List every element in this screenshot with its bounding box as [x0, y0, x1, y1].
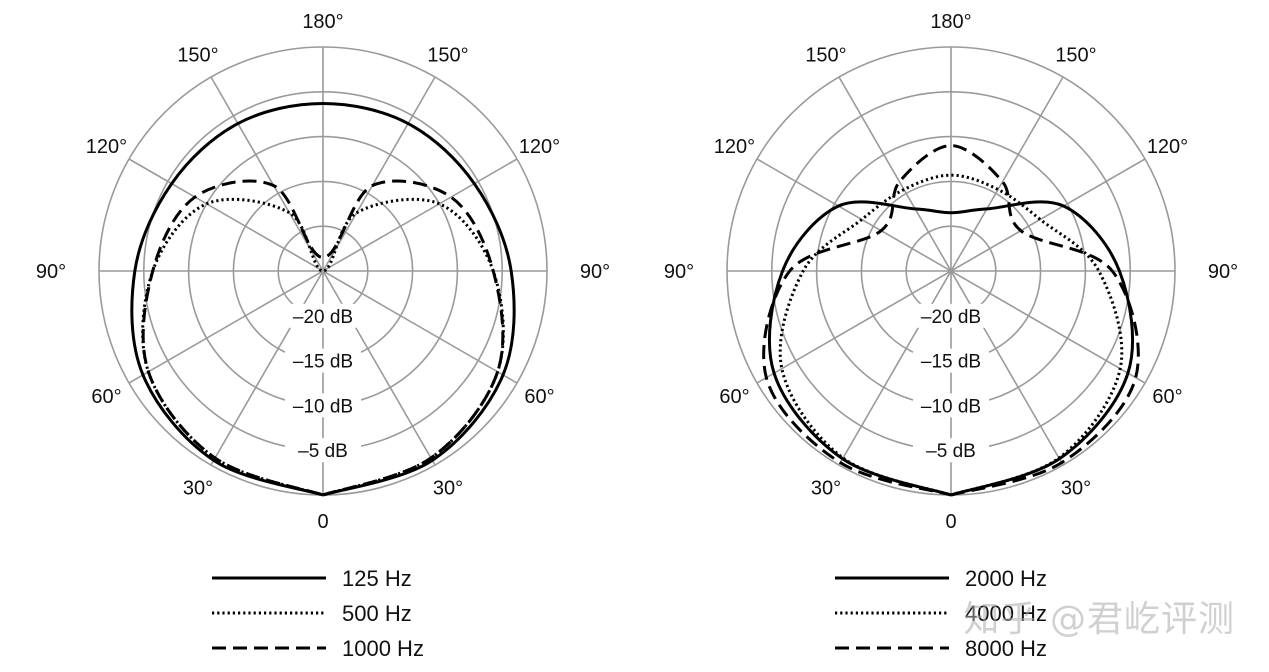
radial-label: –15 dB	[293, 352, 353, 373]
polar-chart-1: –20 dB –15 dB –10 dB –5 dB 180° 150° 150° 120° 1…	[36, 11, 610, 661]
angle-label: 150°	[427, 44, 468, 66]
legend-label: 500 Hz	[342, 601, 412, 626]
legend-label: 2000 Hz	[965, 566, 1047, 591]
legend-label: 8000 Hz	[965, 636, 1047, 661]
series-line-4000-hz	[778, 173, 1124, 497]
angle-label: 150°	[177, 44, 218, 66]
radial-label: –15 dB	[921, 352, 981, 373]
series-line-2000-hz	[767, 200, 1135, 497]
radial-label-bg	[285, 393, 361, 418]
radial-label-bg	[913, 438, 989, 463]
radial-label: –5 dB	[926, 441, 976, 462]
polar-chart-2: –20 dB –15 dB –10 dB –5 dB 180° 150° 150° 120° 1…	[664, 11, 1238, 661]
angle-label: 60°	[1152, 386, 1182, 408]
angle-label: 0	[945, 511, 956, 533]
radial-label-bg	[285, 438, 361, 463]
angle-label: 60°	[524, 386, 554, 408]
angle-label: 30°	[811, 478, 841, 500]
radial-label: –20 dB	[293, 307, 353, 328]
radial-label: –10 dB	[921, 396, 981, 417]
radial-label: –10 dB	[293, 396, 353, 417]
angle-label: 120°	[519, 136, 560, 158]
grid-spoke	[838, 76, 1064, 466]
angle-label: 60°	[719, 386, 749, 408]
watermark: 知乎 @君屹评测	[963, 599, 1235, 640]
radial-label-bg	[913, 393, 989, 418]
series-line-125-hz	[130, 101, 516, 497]
legend-label: 4000 Hz	[965, 601, 1047, 626]
angle-label: 30°	[433, 478, 463, 500]
angle-label: 180°	[930, 11, 971, 33]
angle-label: 60°	[91, 386, 121, 408]
radial-label-bg	[913, 303, 989, 328]
series-line-1000-hz	[141, 179, 505, 497]
angle-label: 150°	[1055, 44, 1096, 66]
legend-label: 1000 Hz	[342, 636, 424, 661]
angle-label: 90°	[664, 261, 694, 283]
radial-label-bg	[285, 303, 361, 328]
grid-spoke	[210, 76, 436, 466]
angle-label: 90°	[1208, 261, 1238, 283]
legend-label: 125 Hz	[342, 566, 412, 591]
angle-label: 30°	[183, 478, 213, 500]
angle-label: 120°	[1147, 136, 1188, 158]
angle-label: 180°	[302, 11, 343, 33]
angle-label: 30°	[1061, 478, 1091, 500]
angle-label: 150°	[805, 44, 846, 66]
angle-label: 120°	[86, 136, 127, 158]
angle-label: 90°	[580, 261, 610, 283]
angle-label: 90°	[36, 261, 66, 283]
radial-label-bg	[285, 348, 361, 373]
angle-label: 120°	[714, 136, 755, 158]
angle-label: 0	[317, 511, 328, 533]
radial-label: –20 dB	[921, 307, 981, 328]
radial-label: –5 dB	[298, 441, 348, 462]
radial-label-bg	[913, 348, 989, 373]
